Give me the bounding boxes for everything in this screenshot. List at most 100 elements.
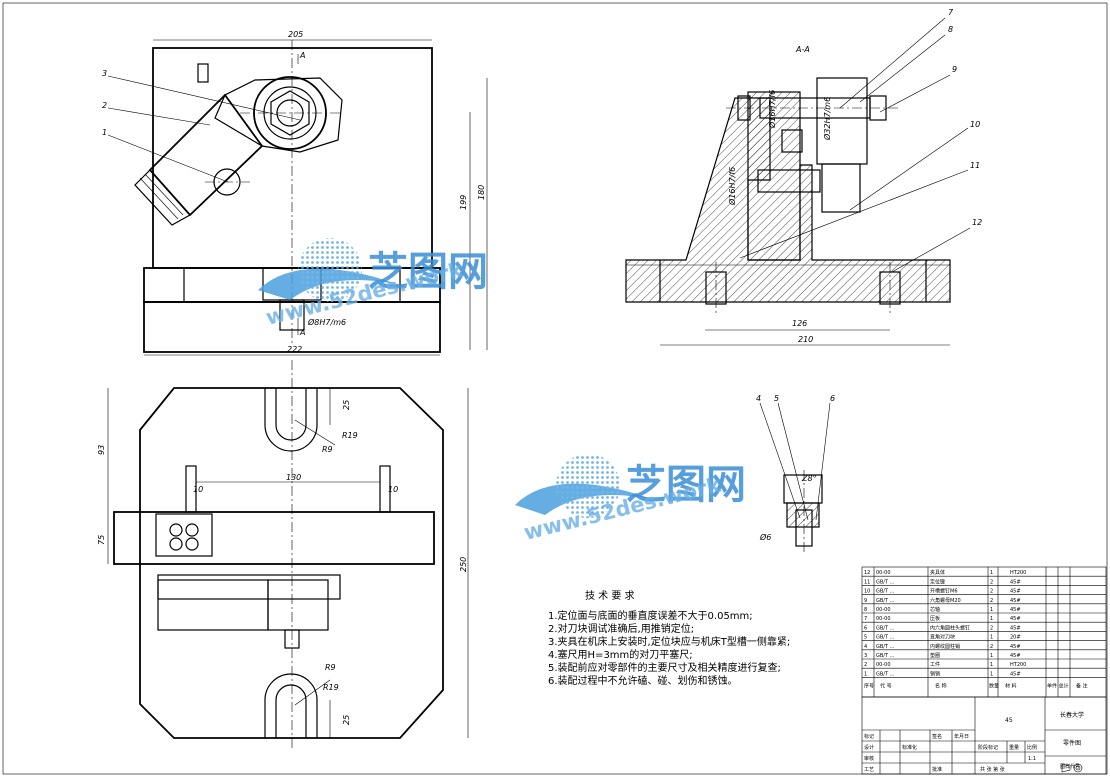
tb-material: 45	[1005, 717, 1013, 724]
section-view	[625, 17, 971, 346]
tb-drawing-no: 图样代号	[1060, 763, 1080, 770]
title-block	[861, 696, 1107, 775]
dim-25-bottom: 25	[342, 715, 351, 725]
bom-cell-name: 工件	[930, 661, 940, 668]
fit-section-right: Ø32H7/m6	[822, 97, 832, 141]
part-label-10: 10	[970, 120, 980, 129]
dim-section-w2: 210	[798, 335, 813, 344]
bom-cell-qty: 2	[990, 589, 993, 595]
bom-cell-name: 内螺纹圆柱销	[930, 643, 960, 650]
tech-requirements: 技 术 要 求 1.定位面与底面的垂直度误差不大于0.05mm; 2.对刀块调试…	[548, 589, 790, 687]
dim-130: 130	[286, 473, 301, 482]
bom-cell-mat: 45#	[1010, 598, 1021, 604]
bom-cell-mat: HT200	[1010, 662, 1026, 668]
bom-header-qty: 数量	[989, 682, 999, 689]
bom-cell-qty: 2	[990, 644, 993, 650]
bom-cell-no: 12	[864, 570, 870, 576]
bom-cell-name: 定位键	[930, 578, 945, 585]
watermark-brand-1: 芝图网	[368, 249, 488, 295]
bom-cell-mat: 45#	[1010, 671, 1021, 677]
tb-row-mark: 标记	[864, 733, 874, 740]
dim-r19-bottom: R19	[323, 683, 339, 692]
bom-cell-code: GB/T ...	[876, 671, 895, 677]
section-label: A-A	[795, 45, 810, 54]
tb-scale-label: 比例	[1027, 744, 1037, 751]
dim-250: 250	[459, 557, 468, 572]
bom-cell-qty: 1	[990, 570, 993, 576]
bom-header-no: 序号	[864, 682, 874, 689]
bom-cell-code: GB/T ...	[876, 644, 895, 650]
bom-cell-no: 1	[864, 671, 867, 677]
fit-section-left: Ø16H7/f6	[727, 167, 737, 206]
tb-row-design: 设计	[864, 744, 874, 751]
bom-cell-mat: 20#	[1010, 635, 1021, 641]
bom-cell-no: 2	[864, 662, 867, 668]
part-label-7: 7	[948, 8, 954, 17]
tb-approve: 批准	[932, 766, 942, 773]
dim-93: 93	[97, 445, 106, 455]
bom-header-code: 代 号	[880, 682, 892, 689]
part-label-11: 11	[970, 161, 980, 170]
part-label-12: 12	[972, 218, 982, 227]
dim-width-bottom: 222	[287, 345, 302, 354]
bom-cell-code: 00-00	[876, 570, 891, 576]
bom-cell-code: GB/T ...	[876, 589, 895, 595]
dim-detail-dia: Ø6	[759, 532, 771, 542]
bom-cell-code: GB/T ...	[876, 598, 895, 604]
bom-cell-code: 00-00	[876, 662, 891, 668]
bom-cell-no: 8	[864, 607, 867, 613]
bom-cell-no: 5	[864, 635, 867, 641]
bom-cell-name: 六角螺母M20	[930, 597, 961, 604]
part-label-1: 1	[102, 128, 107, 137]
bom-cell-mat: 45#	[1010, 625, 1021, 631]
bom-cell-mat: 45#	[1010, 616, 1021, 622]
bom-cell-code: GB/T ...	[876, 579, 895, 585]
bom-header-mat: 材 料	[1005, 682, 1017, 689]
tb-drawing-type: 零件图	[1063, 739, 1081, 747]
fit-front: Ø8H7/m6	[307, 317, 346, 327]
tech-req-5: 5.装配前应对零部件的主要尺寸及相关精度进行复查;	[548, 661, 781, 674]
bom-cell-mat: 45#	[1010, 579, 1021, 585]
bom-cell-no: 3	[864, 653, 867, 659]
tech-req-3: 3.夹具在机床上安装时,定位块应与机床T型槽一侧靠紧;	[548, 635, 790, 648]
bom-cell-qty: 2	[990, 598, 993, 604]
part-label-4: 4	[756, 394, 761, 403]
plan-view	[107, 360, 469, 750]
part-label-2: 2	[102, 101, 107, 110]
dim-height-b: 180	[477, 185, 486, 200]
bom-cell-qty: 1	[990, 662, 993, 668]
watermark-2	[515, 454, 655, 518]
tech-req-1: 1.定位面与底面的垂直度误差不大于0.05mm;	[548, 609, 753, 622]
part-label-8: 8	[948, 25, 953, 34]
bom-cell-name: 芯轴	[930, 606, 940, 613]
bom-cell-code: GB/T ...	[876, 653, 895, 659]
bom-cell-name: 内六角圆柱头螺钉	[930, 624, 970, 631]
bom-cell-name: 开槽螺钉M6	[930, 588, 958, 595]
bom-cell-mat: 45#	[1010, 607, 1021, 613]
bom-cell-qty: 1	[990, 607, 993, 613]
detail-view	[759, 402, 831, 552]
watermark-1	[258, 238, 400, 302]
watermark-brand-2: 芝图网	[626, 462, 746, 508]
bom-cell-name: 销销	[930, 670, 940, 677]
part-label-9: 9	[952, 65, 957, 74]
tb-sheet: 共 张 第 张	[980, 766, 1005, 773]
bom-header-unit: 单件 总计	[1047, 682, 1069, 689]
part-label-6: 6	[830, 394, 835, 403]
bom-cell-mat: 45#	[1010, 653, 1021, 659]
tb-school: 长春大学	[1060, 711, 1084, 719]
part-label-5: 5	[774, 394, 779, 403]
tb-stage-label: 阶段标记	[978, 744, 998, 751]
tech-req-4: 4.塞尺用H=3mm的对刀平塞尺;	[548, 648, 693, 661]
dim-r9-top: R9	[322, 445, 333, 454]
dim-25-top: 25	[342, 400, 351, 410]
bom-cell-code: GB/T ...	[876, 635, 895, 641]
bom-cell-qty: 2	[990, 625, 993, 631]
bom-cell-mat: 45#	[1010, 644, 1021, 650]
tech-req-2: 2.对刀块调试准确后,用推销定位;	[548, 622, 694, 635]
tb-std: 标准化	[902, 744, 917, 751]
bom-cell-no: 7	[864, 616, 867, 622]
dim-r9-bottom: R9	[325, 663, 336, 672]
